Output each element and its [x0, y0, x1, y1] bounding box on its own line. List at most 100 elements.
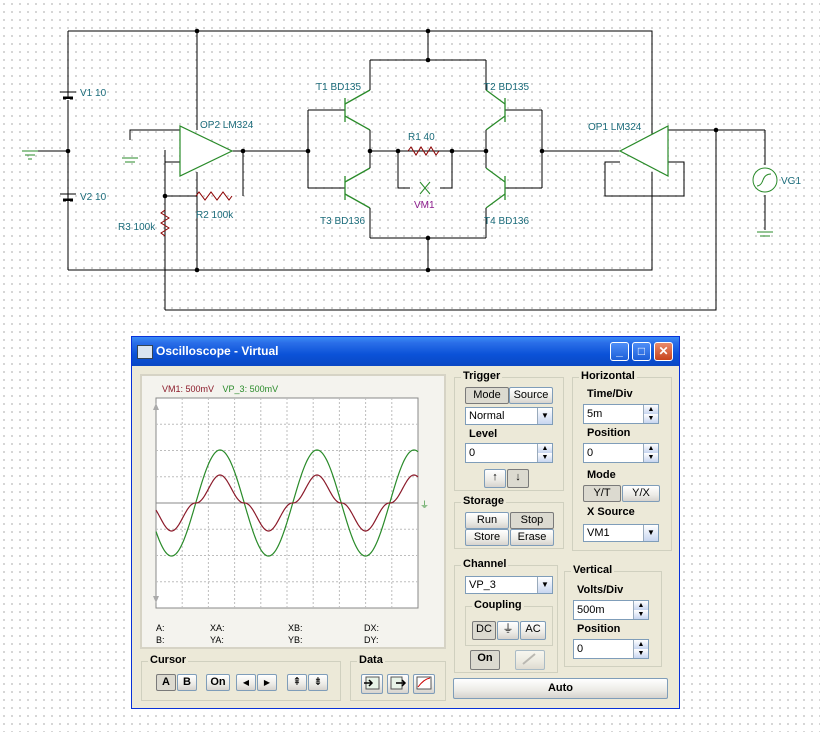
svg-text:OP1 LM324: OP1 LM324 [588, 122, 642, 133]
h-position-value: 0 [587, 447, 594, 459]
storage-caption: Storage [461, 495, 506, 507]
mode-yt-button[interactable]: Y/T [583, 485, 621, 502]
storage-erase-button[interactable]: Erase [510, 529, 554, 546]
data-import-icon[interactable] [361, 674, 383, 694]
x-source-select[interactable]: VM1 ▼ [583, 524, 659, 542]
auto-button[interactable]: Auto [453, 678, 668, 699]
maximize-button[interactable]: □ [632, 342, 651, 361]
trigger-mode-button[interactable]: Mode [465, 387, 509, 404]
svg-text:R1 40: R1 40 [408, 132, 435, 143]
svg-text:V1 10: V1 10 [80, 88, 107, 99]
cursor-down-icon[interactable]: ⇟ [308, 674, 328, 691]
channel-caption: Channel [461, 558, 509, 570]
cursor-left-icon[interactable]: ◀ [236, 674, 256, 691]
minimize-button[interactable]: _ [610, 342, 629, 361]
time-div-spinner[interactable]: 5m ▲ ▼ [583, 404, 659, 424]
spin-up-icon[interactable]: ▲ [633, 640, 648, 649]
coupling-group: Coupling DC ⏚ AC [465, 599, 553, 646]
trigger-caption: Trigger [461, 370, 503, 382]
channel-select[interactable]: VP_3 ▼ [465, 576, 553, 594]
vertical-group: Vertical Volts/Div 500m ▲ ▼ Position 0 ▲… [564, 564, 662, 667]
channel-probe-icon[interactable] [515, 650, 545, 670]
volts-div-spinner[interactable]: 500m ▲ ▼ [573, 600, 649, 620]
readout-dy: DY: [364, 635, 379, 645]
window-title: Oscilloscope - Virtual [156, 344, 279, 358]
trigger-group: Trigger Mode Source Normal ▼ Level 0 ▲ ▼… [454, 370, 564, 491]
volts-div-label: Volts/Div [577, 584, 624, 596]
trigger-level-value: 0 [469, 447, 476, 459]
data-group: Data [350, 654, 446, 701]
cursor-group: Cursor A B On ◀ ▶ ⇞ ⇟ [141, 654, 341, 701]
chevron-down-icon: ▼ [643, 525, 658, 541]
svg-text:T2 BD135: T2 BD135 [484, 82, 529, 93]
spin-down-icon[interactable]: ▼ [643, 453, 658, 462]
readout-b: B: [156, 635, 165, 645]
mode-yx-button[interactable]: Y/X [622, 485, 660, 502]
trigger-falling-edge-icon[interactable]: ↓ [507, 469, 529, 488]
storage-stop-button[interactable]: Stop [510, 512, 554, 529]
title-bar[interactable]: Oscilloscope - Virtual _ □ ✕ [132, 337, 679, 366]
cursor-up-icon[interactable]: ⇞ [287, 674, 307, 691]
coupling-ac-button[interactable]: AC [520, 621, 546, 640]
readout-a: A: [156, 623, 165, 633]
svg-text:T4 BD136: T4 BD136 [484, 216, 529, 227]
chevron-down-icon: ▼ [537, 577, 552, 593]
cursor-a-button[interactable]: A [156, 674, 176, 691]
legend-vp3: VP_3: 500mV [222, 384, 279, 394]
data-caption: Data [357, 654, 385, 666]
spin-down-icon[interactable]: ▼ [633, 610, 648, 619]
v-position-label: Position [577, 623, 621, 635]
waveform-plot: ⏚ [153, 397, 429, 609]
coupling-dc-button[interactable]: DC [472, 621, 496, 640]
v-position-spinner[interactable]: 0 ▲ ▼ [573, 639, 649, 659]
h-position-spinner[interactable]: 0 ▲ ▼ [583, 443, 659, 463]
storage-run-button[interactable]: Run [465, 512, 509, 529]
spin-down-icon[interactable]: ▼ [633, 649, 648, 658]
cursor-caption: Cursor [148, 654, 189, 666]
svg-text:R2 100k: R2 100k [196, 210, 234, 221]
svg-text:T3 BD136: T3 BD136 [320, 216, 365, 227]
time-div-value: 5m [587, 408, 603, 420]
chevron-down-icon: ▼ [537, 408, 552, 424]
legend-vm1: VM1: 500mV [162, 384, 215, 394]
data-export-icon[interactable] [387, 674, 409, 694]
spin-up-icon[interactable]: ▲ [643, 405, 658, 414]
svg-text:V2 10: V2 10 [80, 192, 107, 203]
readout-dx: DX: [364, 623, 380, 633]
horizontal-group: Horizontal Time/Div 5m ▲ ▼ Position 0 ▲ … [572, 370, 672, 551]
vertical-caption: Vertical [571, 564, 615, 576]
volts-div-value: 500m [577, 604, 605, 616]
x-source-value: VM1 [587, 527, 610, 539]
svg-text:T1 BD135: T1 BD135 [316, 82, 361, 93]
channel-group: Channel VP_3 ▼ Coupling DC ⏚ AC On [454, 558, 558, 673]
readout-xa: XA: [210, 623, 225, 633]
trigger-rising-edge-icon[interactable]: ↑ [484, 469, 506, 488]
trigger-source-button[interactable]: Source [509, 387, 553, 404]
trigger-level-spinner[interactable]: 0 ▲ ▼ [465, 443, 553, 463]
spin-down-icon[interactable]: ▼ [643, 414, 658, 423]
spin-up-icon[interactable]: ▲ [537, 444, 552, 453]
coupling-ground-icon[interactable]: ⏚ [497, 621, 519, 640]
readout-ya: YA: [210, 635, 224, 645]
trace-vm1 [155, 474, 419, 532]
close-button[interactable]: ✕ [654, 342, 673, 361]
cursor-right-icon[interactable]: ▶ [257, 674, 277, 691]
circuit-schematic: V1 10 V2 10 OP2 LM324 OP1 LM324 R1 40 R2… [22, 28, 801, 311]
storage-group: Storage Run Stop Store Erase [454, 495, 564, 549]
spin-down-icon[interactable]: ▼ [537, 453, 552, 462]
channel-on-button[interactable]: On [470, 650, 500, 670]
spin-up-icon[interactable]: ▲ [643, 444, 658, 453]
oscilloscope-window: Oscilloscope - Virtual _ □ ✕ VM1: 500mV … [131, 336, 680, 709]
trigger-level-label: Level [469, 428, 498, 440]
coupling-caption: Coupling [472, 599, 524, 611]
data-graph-icon[interactable] [413, 674, 435, 694]
x-source-label: X Source [587, 506, 635, 518]
trigger-mode-select[interactable]: Normal ▼ [465, 407, 553, 425]
horizontal-caption: Horizontal [579, 370, 637, 382]
h-position-label: Position [587, 427, 631, 439]
storage-store-button[interactable]: Store [465, 529, 509, 546]
cursor-b-button[interactable]: B [177, 674, 197, 691]
svg-text:OP2 LM324: OP2 LM324 [200, 120, 254, 131]
spin-up-icon[interactable]: ▲ [633, 601, 648, 610]
cursor-on-button[interactable]: On [206, 674, 230, 691]
